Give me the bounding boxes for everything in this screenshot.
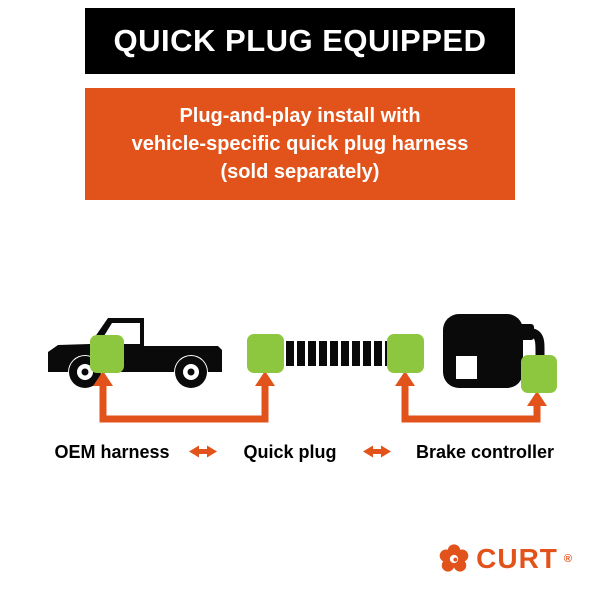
title-banner: QUICK PLUG EQUIPPED: [85, 8, 515, 74]
subtitle-banner: Plug-and-play install with vehicle-speci…: [85, 88, 515, 200]
curt-logo: CURT ®: [438, 541, 572, 577]
page-title: QUICK PLUG EQUIPPED: [113, 23, 487, 58]
double-arrow-icon: [363, 445, 391, 458]
harness-cable-icon: [275, 341, 395, 366]
double-arrow-icon: [189, 445, 217, 458]
subtitle-line-1: Plug-and-play install with: [179, 105, 421, 127]
label-brake-controller: Brake controller: [415, 442, 555, 462]
pickup-truck-icon: [48, 318, 222, 388]
label-quick-plug: Quick plug: [243, 442, 337, 462]
brake-controller-icon: [443, 314, 545, 388]
brake-controller-connector: [521, 355, 557, 393]
quick-plug-right-connector: [387, 334, 424, 373]
subtitle-line-2: vehicle-specific quick plug harness: [131, 133, 469, 155]
oem-harness-connector: [90, 335, 124, 373]
quick-plug-left-connector: [247, 334, 284, 373]
registered-mark: ®: [563, 553, 572, 565]
curt-wordmark: CURT: [476, 543, 558, 574]
subtitle-line-3: (sold separately): [220, 161, 380, 183]
label-oem-harness: OEM harness: [54, 442, 170, 462]
curt-flower-icon: [439, 544, 469, 572]
